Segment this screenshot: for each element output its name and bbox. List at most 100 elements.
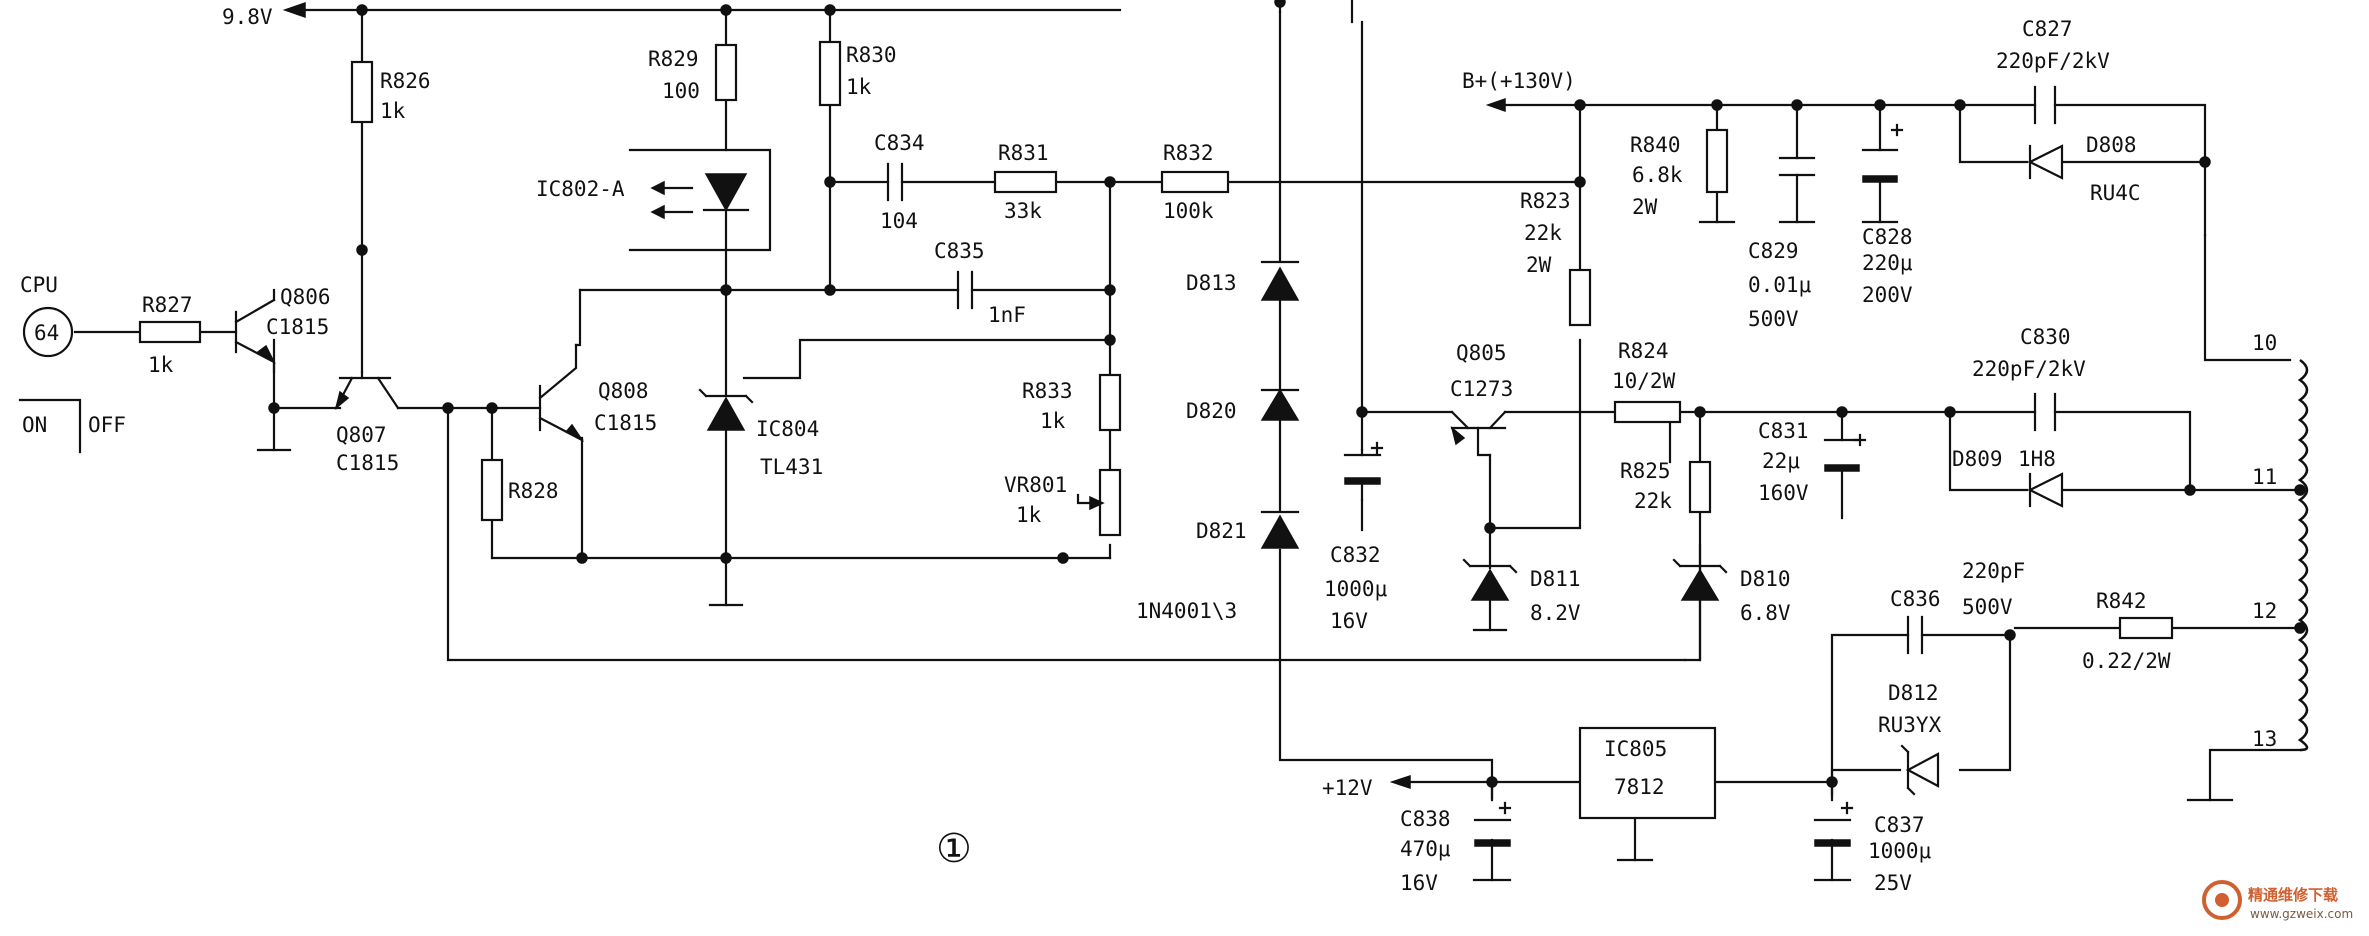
transformer-pin-13: 13 — [2252, 727, 2277, 751]
transformer-winding: 10 11 12 13 — [2252, 331, 2309, 752]
transistor-q808: Q808 C1815 — [538, 343, 657, 442]
resistor-r823: R823 22k 2W — [1520, 189, 1592, 327]
supply-b-plus-label: B+(+130V) — [1462, 69, 1576, 93]
q808-part: C1815 — [594, 411, 657, 435]
c828-rating: 200V — [1862, 283, 1913, 307]
capacitor-c837: C837 1000μ 25V — [1813, 801, 1932, 895]
resistor-r827: R827 1k — [138, 293, 202, 377]
shunt-regulator-ic804: IC804 TL431 — [698, 388, 823, 479]
r823-ref: R823 — [1520, 189, 1571, 213]
r842-ref: R842 — [2096, 589, 2147, 613]
resistor-r828: R828 — [480, 458, 559, 522]
c836-value: 220pF — [1962, 559, 2025, 583]
r827-ref: R827 — [142, 293, 193, 317]
resistor-r840: R840 6.8k 2W — [1630, 128, 1729, 219]
c838-rating: 16V — [1400, 871, 1438, 895]
ic804-ref: IC804 — [756, 417, 819, 441]
r824-value: 10/2W — [1612, 369, 1676, 393]
r830-ref: R830 — [846, 43, 897, 67]
c831-rating: 160V — [1758, 481, 1809, 505]
c838-value: 470μ — [1400, 837, 1451, 861]
ic805-part: 7812 — [1614, 775, 1665, 799]
r840-value: 6.8k — [1632, 163, 1683, 187]
cpu-pin: CPU 64 — [20, 273, 74, 358]
r830-value: 1k — [846, 75, 872, 99]
capacitor-c836: C836 220pF 500V — [1890, 559, 2025, 655]
supply-9v8: 9.8V — [222, 1, 306, 29]
r827-value: 1k — [148, 353, 174, 377]
c828-ref: C828 — [1862, 225, 1913, 249]
resistor-r831: R831 33k — [993, 141, 1058, 223]
r823-rating: 2W — [1526, 253, 1552, 277]
capacitor-c838: C838 470μ 16V — [1400, 801, 1512, 895]
c830-value: 220pF/2kV — [1972, 357, 2086, 381]
r826-value: 1k — [380, 99, 406, 123]
ic805-ref: IC805 — [1604, 737, 1667, 761]
capacitor-c827: C827 220pF/2kV — [1996, 17, 2110, 125]
q806-part: C1815 — [266, 315, 329, 339]
q807-part: C1815 — [336, 451, 399, 475]
r842-value: 0.22/2W — [2082, 649, 2171, 673]
supply-9v8-label: 9.8V — [222, 5, 273, 29]
c831-ref: C831 — [1758, 419, 1809, 443]
potentiometer-vr801: VR801 1k — [1004, 468, 1122, 537]
ic802-ref: IC802-A — [536, 177, 625, 201]
q806-ref: Q806 — [280, 285, 331, 309]
resistor-r842: R842 0.22/2W — [2082, 589, 2174, 673]
c827-value: 220pF/2kV — [1996, 49, 2110, 73]
diode-d821: D821 1N4001\3 — [1136, 510, 1300, 623]
c827-ref: C827 — [2022, 17, 2073, 41]
d810-value: 6.8V — [1740, 601, 1791, 625]
cpu-pin-number: 64 — [34, 321, 59, 345]
q808-ref: Q808 — [598, 379, 649, 403]
c832-rating: 16V — [1330, 609, 1368, 633]
capacitor-c831: C831 22μ 160V — [1758, 419, 1867, 505]
zener-d810: D810 6.8V — [1672, 558, 1791, 625]
on-label: ON — [22, 413, 47, 437]
r831-ref: R831 — [998, 141, 1049, 165]
diode-string-note: 1N4001\3 — [1136, 599, 1237, 623]
capacitor-c829: C829 0.01μ 500V — [1748, 156, 1816, 331]
off-label: OFF — [88, 413, 126, 437]
capacitor-c835: C835 1nF — [934, 239, 1026, 327]
transformer-pin-10: 10 — [2252, 331, 2277, 355]
resistor-r829: R829 100 — [648, 43, 738, 103]
optocoupler-ic802: IC802-A — [536, 148, 772, 252]
c836-rating: 500V — [1962, 595, 2013, 619]
r832-value: 100k — [1163, 199, 1214, 223]
q805-ref: Q805 — [1456, 341, 1507, 365]
r829-ref: R829 — [648, 47, 699, 71]
d820-ref: D820 — [1186, 399, 1237, 423]
r825-value: 22k — [1634, 489, 1672, 513]
r833-value: 1k — [1040, 409, 1066, 433]
q805-part: C1273 — [1450, 377, 1513, 401]
transistor-q807: Q807 C1815 — [334, 370, 400, 475]
r824-ref: R824 — [1618, 339, 1669, 363]
c836-ref: C836 — [1890, 587, 1941, 611]
d812-ref: D812 — [1888, 681, 1939, 705]
c831-value: 22μ — [1762, 449, 1800, 473]
r826-ref: R826 — [380, 69, 431, 93]
diode-d808: D808 RU4C — [2027, 133, 2141, 205]
watermark-name: 精通维修下载 — [2248, 886, 2338, 904]
watermark: 精通维修下载 www.gzweix.com — [2202, 880, 2353, 921]
c835-value: 1nF — [988, 303, 1026, 327]
c832-ref: C832 — [1330, 543, 1381, 567]
resistor-r825: R825 22k — [1620, 459, 1712, 514]
capacitor-c828: C828 220μ 200V — [1861, 123, 1913, 307]
c837-ref: C837 — [1874, 813, 1925, 837]
ic804-part: TL431 — [760, 455, 823, 479]
c834-ref: C834 — [874, 131, 925, 155]
capacitor-c830: C830 220pF/2kV — [1972, 325, 2086, 432]
c829-value: 0.01μ — [1748, 273, 1812, 297]
diode-d809: D809 1H8 — [1952, 447, 2064, 508]
d812-part: RU3YX — [1878, 713, 1942, 737]
watermark-url: www.gzweix.com — [2250, 907, 2353, 921]
c837-rating: 25V — [1874, 871, 1912, 895]
transformer-pin-11: 11 — [2252, 465, 2277, 489]
c837-value: 1000μ — [1868, 839, 1932, 863]
capacitor-c832: C832 1000μ 16V — [1324, 441, 1388, 633]
capacitor-c834: C834 104 — [874, 131, 925, 233]
wires — [73, 0, 2302, 882]
